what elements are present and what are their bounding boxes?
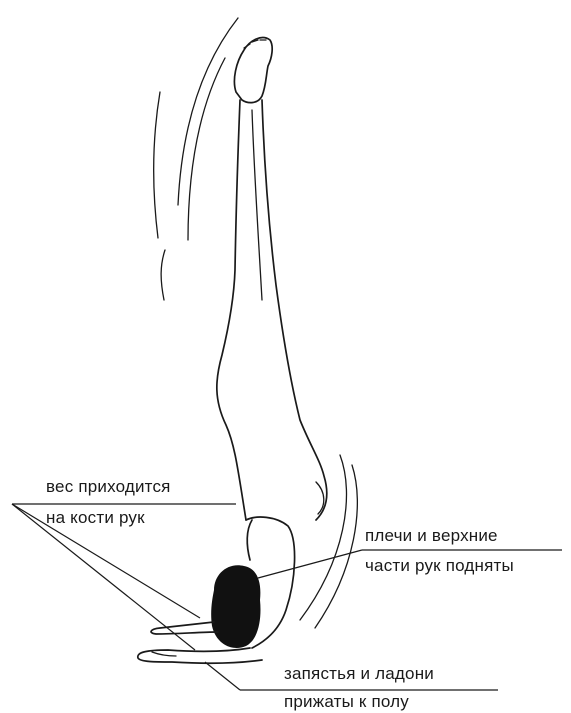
annotation-weight-line1: вес приходится (46, 477, 171, 497)
motion-arcs-upper (154, 18, 238, 300)
annotation-wrists-line1: запястья и ладони (284, 664, 434, 684)
hands-lower (138, 648, 262, 663)
annotation-shoulders-line1: плечи и верхние (365, 526, 498, 546)
body-outline-left (217, 100, 246, 520)
motion-arcs-lower (300, 455, 357, 628)
annotation-weight-line2: на кости рук (46, 508, 145, 528)
annotation-shoulders-line2: части рук подняты (365, 556, 514, 576)
body-outline-right (262, 100, 327, 520)
hands-upper (151, 622, 218, 634)
leg-separation (252, 110, 262, 300)
feet (234, 38, 272, 103)
annotation-wrists-line2: прижаты к полу (284, 692, 409, 712)
head-hair (211, 565, 260, 648)
